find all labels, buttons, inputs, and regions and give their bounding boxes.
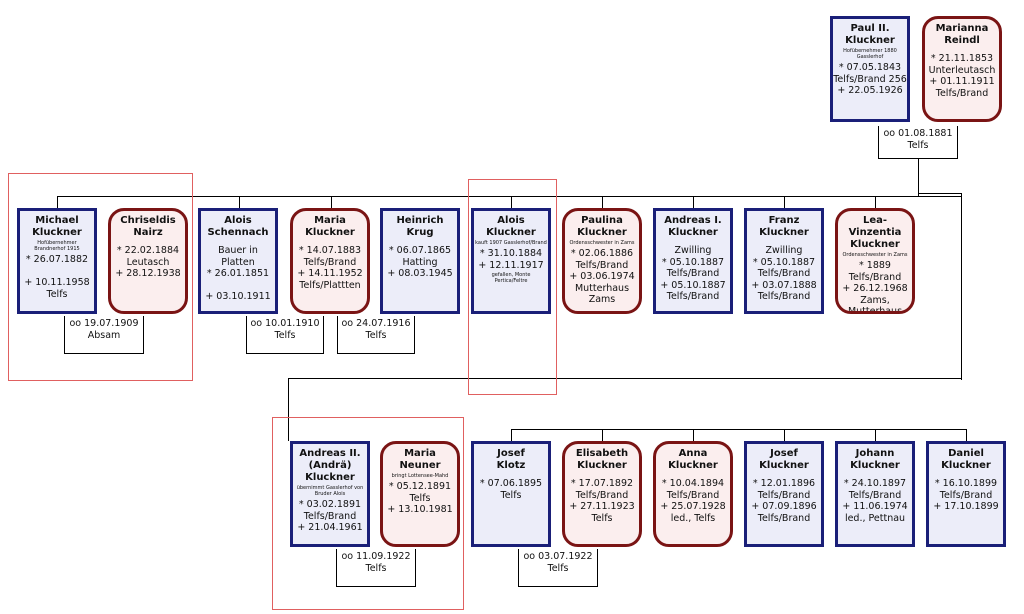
- person-name: Johann Kluckner: [850, 448, 900, 471]
- marriage-box-m-klotz: oo 03.07.1922 Telfs: [518, 549, 598, 587]
- connector-line: [918, 159, 919, 196]
- connector-line: [288, 378, 962, 379]
- person-card-heinrich[interactable]: Heinrich Krug * 06.07.1865 Hatting + 08.0…: [380, 208, 460, 314]
- person-name: Alois Schennach: [207, 215, 269, 238]
- person-name: Andreas I. Kluckner: [664, 215, 722, 238]
- connector-line: [784, 196, 785, 208]
- person-card-marianna[interactable]: Marianna Reindl * 21.11.1853 Unterleutasc…: [922, 16, 1002, 122]
- person-note: kauft 1907 Gasslerhof/Brand: [475, 240, 547, 246]
- person-note: übernimmt Gasslerhof von Bruder Alois: [296, 485, 364, 497]
- person-life-data: * 02.06.1886 Telfs/Brand + 03.06.1974 Mu…: [569, 248, 635, 305]
- marriage-box-m-michael: oo 19.07.1909 Absam: [64, 316, 144, 354]
- marriage-box-m-paul: oo 01.08.1881 Telfs: [878, 126, 958, 159]
- person-name: Lea-Vinzentia Kluckner: [848, 215, 902, 250]
- connector-line: [875, 196, 876, 208]
- person-life-data: * 07.05.1843 Telfs/Brand 256 + 22.05.192…: [833, 62, 907, 96]
- person-name: Josef Kluckner: [759, 448, 809, 471]
- person-life-data: * 06.07.1865 Hatting + 08.03.1945: [387, 245, 453, 279]
- person-life-data: Zwilling * 05.10.1887 Telfs/Brand + 05.1…: [660, 245, 726, 302]
- highlight-frame: [272, 417, 464, 610]
- person-life-data: * 31.10.1884 + 12.11.1917: [478, 248, 544, 271]
- person-name: Paul II. Kluckner: [845, 23, 895, 46]
- person-name: Anna Kluckner: [668, 448, 718, 471]
- connector-line: [511, 196, 512, 208]
- person-card-elisabeth[interactable]: Elisabeth Kluckner * 17.07.1892 Telfs/Bra…: [562, 441, 642, 547]
- person-life-data: Bauer in Platten * 26.01.1851 + 03.10.19…: [205, 245, 271, 302]
- person-note: Hofübernehmer Brandnerhof 1915: [34, 240, 80, 252]
- person-life-data: * 16.10.1899 Telfs/Brand + 17.10.1899: [933, 478, 999, 512]
- connector-line: [966, 429, 967, 441]
- person-life-data: * 22.02.1884 Leutasch + 28.12.1938: [115, 245, 181, 279]
- connector-line: [784, 429, 785, 441]
- connector-line: [331, 196, 332, 208]
- person-life-data: * 17.07.1892 Telfs/Brand + 27.11.1923 Te…: [569, 478, 635, 524]
- connector-line: [918, 193, 962, 194]
- person-name: Elisabeth Kluckner: [575, 448, 629, 471]
- person-life-data: * 26.07.1882 + 10.11.1958 Telfs: [24, 254, 90, 300]
- person-life-data: * 1889 Telfs/Brand + 26.12.1968 Zams, Mu…: [842, 260, 908, 314]
- person-life-data: * 05.12.1891 Telfs + 13.10.1981: [387, 481, 453, 515]
- person-life-data: * 21.11.1853 Unterleutasch + 01.11.1911 …: [928, 53, 996, 99]
- connector-line: [961, 193, 962, 380]
- person-card-maria-k[interactable]: Maria Kluckner * 14.07.1883 Telfs/Brand +…: [290, 208, 370, 314]
- marriage-box-m-andreas: oo 11.09.1922 Telfs: [336, 549, 416, 587]
- person-card-maria-n[interactable]: Maria Neuner bringt Lottensee-Mahd * 05.12…: [380, 441, 460, 547]
- person-name: Paulina Kluckner: [577, 215, 627, 238]
- connector-line: [875, 429, 876, 441]
- person-name: Heinrich Krug: [396, 215, 444, 238]
- person-name: Marianna Reindl: [935, 23, 989, 46]
- marriage-box-m-krug: oo 24.07.1916 Telfs: [337, 316, 415, 354]
- person-note: Ordensschwester in Zams: [569, 240, 635, 246]
- person-card-johann[interactable]: Johann Kluckner * 24.10.1897 Telfs/Brand …: [835, 441, 915, 547]
- person-card-chriseldis[interactable]: Chriseldis Nairz * 22.02.1884 Leutasch + …: [108, 208, 188, 314]
- person-name: Michael Kluckner: [32, 215, 82, 238]
- person-note: bringt Lottensee-Mahd: [391, 473, 449, 479]
- person-card-alois-k[interactable]: Alois Kluckner kauft 1907 Gasslerhof/Bran…: [471, 208, 551, 314]
- person-name: Josef Klotz: [496, 448, 526, 471]
- person-death-note: gefallen, Monte Pertica/Feltre: [491, 272, 531, 284]
- person-card-anna[interactable]: Anna Kluckner * 10.04.1894 Telfs/Brand + …: [653, 441, 733, 547]
- connector-line: [57, 196, 962, 197]
- person-life-data: * 12.01.1896 Telfs/Brand + 07.09.1896 Te…: [751, 478, 817, 524]
- person-life-data: Zwilling * 05.10.1887 Telfs/Brand + 03.0…: [751, 245, 817, 302]
- connector-line: [693, 196, 694, 208]
- person-name: Chriseldis Nairz: [120, 215, 176, 238]
- connector-line: [57, 196, 58, 208]
- person-life-data: * 07.06.1895 Telfs: [479, 478, 543, 501]
- connector-line: [602, 429, 603, 441]
- person-card-josef-klotz[interactable]: Josef Klotz * 07.06.1895 Telfs: [471, 441, 551, 547]
- connector-line: [288, 378, 289, 441]
- person-card-josef-k[interactable]: Josef Kluckner * 12.01.1896 Telfs/Brand +…: [744, 441, 824, 547]
- highlight-frame: [468, 179, 557, 395]
- person-card-andreas2[interactable]: Andreas II. (Andrä) Kluckner übernimmt Ga…: [290, 441, 370, 547]
- connector-line: [693, 429, 694, 441]
- person-name: Maria Neuner: [399, 448, 441, 471]
- person-name: Franz Kluckner: [759, 215, 809, 238]
- person-life-data: * 10.04.1894 Telfs/Brand + 25.07.1928 le…: [660, 478, 726, 524]
- person-life-data: * 03.02.1891 Telfs/Brand + 21.04.1961: [297, 499, 363, 533]
- person-name: Alois Kluckner: [486, 215, 536, 238]
- person-card-daniel[interactable]: Daniel Kluckner * 16.10.1899 Telfs/Brand …: [926, 441, 1006, 547]
- person-life-data: * 14.07.1883 Telfs/Brand + 14.11.1952 Te…: [297, 245, 363, 291]
- highlight-frame: [8, 173, 193, 381]
- person-note: Hofübernehmer 1880 Gasslerhof: [843, 48, 897, 60]
- person-name: Andreas II. (Andrä) Kluckner: [299, 448, 361, 483]
- marriage-box-m-schennach: oo 10.01.1910 Telfs: [246, 316, 324, 354]
- person-note: Ordensschwester in Zams: [842, 252, 908, 258]
- connector-line: [602, 196, 603, 208]
- person-name: Daniel Kluckner: [941, 448, 991, 471]
- connector-line: [511, 429, 512, 441]
- person-name: Maria Kluckner: [305, 215, 355, 238]
- person-life-data: * 24.10.1897 Telfs/Brand + 11.06.1974 le…: [842, 478, 908, 524]
- connector-line: [511, 429, 967, 430]
- connector-line: [239, 196, 240, 208]
